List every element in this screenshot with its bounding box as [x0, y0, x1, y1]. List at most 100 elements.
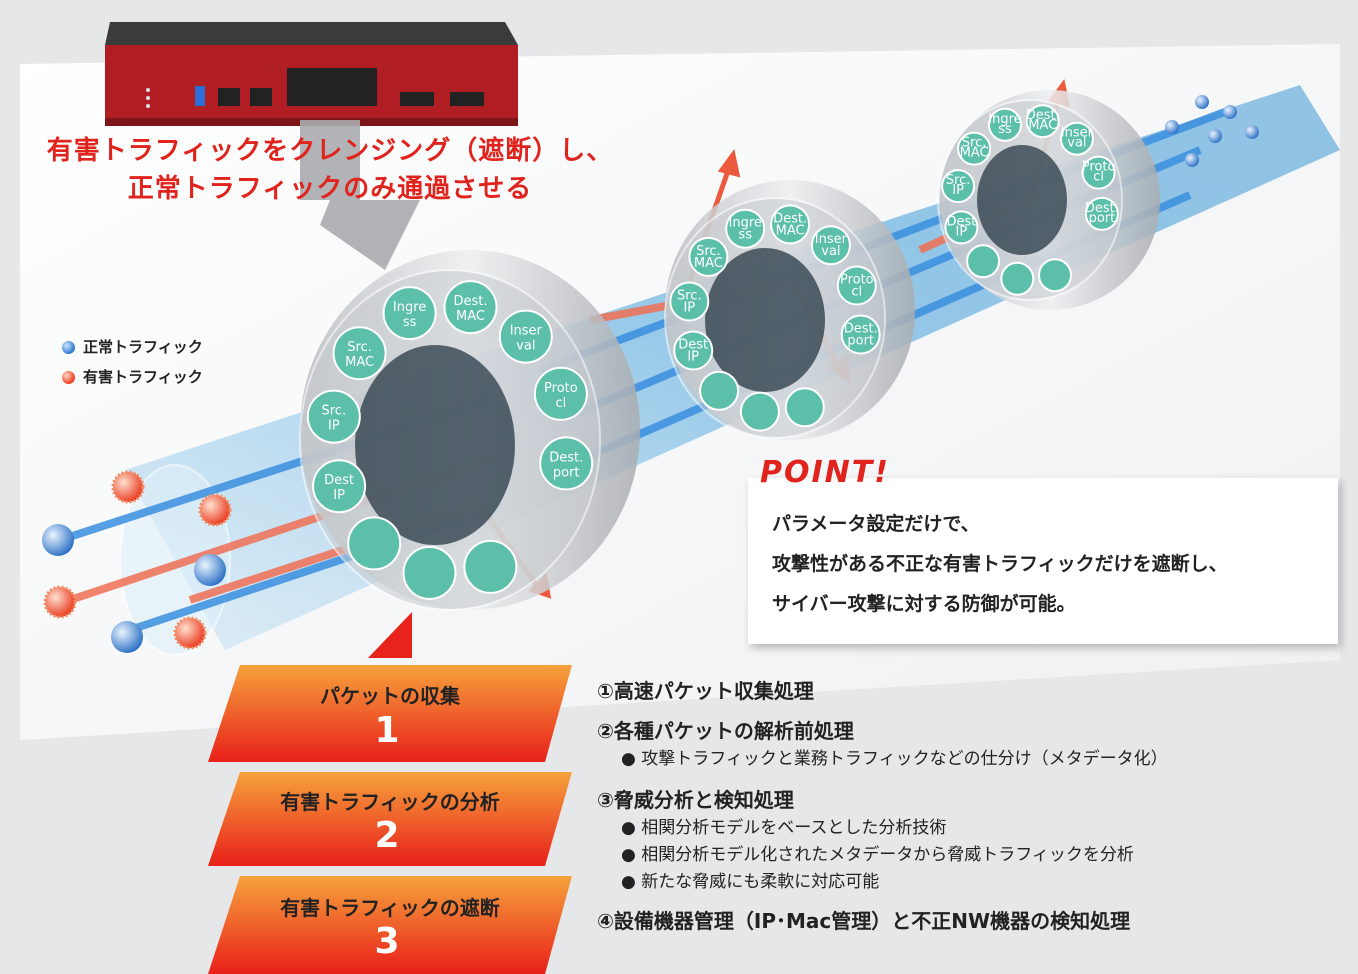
field-label-ingress: Ingre [729, 216, 762, 231]
field-label-ingress: Ingre [393, 300, 426, 315]
field-ball-ingress [988, 107, 1022, 142]
field-ball-blank [739, 391, 780, 432]
field-label-src-mac: Src. [962, 136, 987, 151]
step-1-label: パケットの収集 [320, 684, 460, 708]
field-ball-protocol [836, 265, 877, 306]
field-ball-blank [966, 244, 1001, 279]
field-label-dest-port: port [553, 465, 580, 480]
field-label-dest-port: Dest. [1085, 201, 1119, 216]
legend: 正常トラフィック 有害トラフィック [62, 332, 203, 392]
field-label-dest-mac: MAC [776, 223, 805, 238]
process-3-bullet-2: 相関分析モデル化されたメタデータから脅威トラフィックを分析 [597, 842, 1168, 869]
field-label-src-mac: MAC [694, 256, 723, 271]
field-label-dest-ip: Dest [946, 214, 976, 229]
field-label-dest-ip: Dest [678, 338, 708, 353]
headline: 有害トラフィックをクレンジング（遮断）し、 正常トラフィックのみ通過させる [40, 132, 620, 208]
step-3-label: 有害トラフィックの遮断 [280, 896, 500, 920]
field-label-protocol: cl [1093, 170, 1104, 185]
red-ball-icon [62, 370, 75, 384]
point-box [748, 478, 1338, 644]
process-3-bullet-1: 相関分析モデルをベースとした分析技術 [597, 815, 1168, 842]
process-1-heading: ①高速パケット収集処理 [597, 679, 814, 703]
field-ball-dest-ip [312, 459, 367, 514]
field-label-interval: val [1067, 136, 1086, 151]
field-label-dest-ip: IP [956, 224, 968, 239]
filter-ring-medium: DestIPSrc.IPSrc.MACIngressDest.MACInserv… [664, 180, 915, 440]
step-3-number: 3 [374, 921, 400, 962]
field-ball-src-mac [688, 236, 729, 277]
field-label-ingress: ss [998, 122, 1012, 137]
field-label-src-ip: Src. [946, 173, 971, 188]
field-label-protocol: cl [556, 396, 567, 411]
process-3-heading: ③脅威分析と検知処理 [597, 788, 794, 812]
field-ball-blank [1000, 261, 1035, 296]
field-label-src-ip: Src. [322, 404, 347, 419]
field-ball-ingress [382, 286, 437, 341]
field-ball-src-ip [941, 169, 976, 204]
field-label-dest-port: port [847, 334, 874, 349]
filter-ring-large: DestIPSrc.IPSrc.MACIngressDest.MACInserv… [299, 250, 640, 611]
legend-normal-label: 正常トラフィック [83, 338, 203, 356]
field-label-dest-mac: MAC [1028, 118, 1057, 133]
field-label-interval: val [516, 339, 535, 354]
field-ball-blank [699, 370, 740, 411]
field-label-src-mac: Src. [696, 244, 721, 259]
field-ball-dest-mac [443, 280, 498, 335]
field-label-dest-ip: IP [687, 350, 699, 365]
field-ball-dest-ip [944, 210, 979, 245]
field-ball-dest-port [840, 314, 881, 355]
normal-traffic-balls [42, 95, 1259, 653]
field-label-interval: Inser [815, 232, 848, 247]
point-title: POINT! [760, 455, 890, 490]
field-label-protocol: Proto [544, 381, 578, 396]
field-label-src-mac: MAC [960, 146, 989, 161]
point-line-2: 攻撃性がある不正な有害トラフィックだけを遮断し、 [772, 553, 1228, 575]
field-ball-blank [402, 545, 457, 600]
headline-line1: 有害トラフィックをクレンジング（遮断）し、 [46, 136, 614, 166]
step-1-number: 1 [374, 710, 400, 751]
field-ball-dest-port [1084, 196, 1119, 231]
field-label-src-ip: IP [328, 419, 340, 434]
field-ball-dest-mac [1025, 104, 1060, 139]
field-label-dest-port: Dest. [549, 450, 583, 465]
field-label-dest-ip: IP [333, 488, 345, 503]
field-label-ingress: ss [403, 315, 417, 330]
field-ball-dest-port [539, 436, 594, 491]
field-label-src-ip: IP [952, 183, 964, 198]
process-list: ①高速パケット収集処理 ②各種パケットの解析前処理 攻撃トラフィックと業務トラフ… [597, 676, 1168, 936]
field-label-ingress: Ingre [988, 112, 1021, 127]
field-ball-protocol [533, 366, 588, 421]
field-label-dest-mac: MAC [456, 309, 485, 324]
process-4-heading: ④設備機器管理（IP･Mac管理）と不正NW機器の検知処理 [597, 909, 1131, 933]
field-ball-ingress [725, 208, 766, 249]
harmful-traffic-balls [43, 470, 232, 650]
point-line-1: パラメータ設定だけで、 [772, 513, 980, 535]
field-ball-src-mac [957, 131, 992, 166]
network-device-image [105, 22, 518, 126]
field-ball-interval [498, 309, 553, 364]
legend-harmful-label: 有害トラフィック [83, 368, 203, 386]
field-label-dest-ip: Dest [324, 473, 354, 488]
blue-ball-icon [62, 340, 75, 354]
field-label-protocol: Proto [1082, 160, 1116, 175]
down-arrow [300, 120, 420, 270]
field-label-src-ip: Src. [677, 289, 702, 304]
field-ball-blank [463, 539, 518, 594]
legend-harmful: 有害トラフィック [62, 362, 203, 392]
legend-normal: 正常トラフィック [62, 332, 203, 362]
field-ball-dest-ip [673, 330, 714, 371]
field-ball-dest-mac [770, 204, 811, 245]
field-label-protocol: Proto [840, 273, 874, 288]
process-3-bullet-3: 新たな脅威にも柔軟に対応可能 [597, 869, 1168, 896]
headline-line2: 正常トラフィックのみ通過させる [127, 174, 533, 204]
field-ball-interval [810, 225, 851, 266]
field-label-protocol: cl [851, 285, 862, 300]
point-line-3: サイバー攻撃に対する防御が可能。 [772, 593, 1076, 615]
field-label-dest-mac: Dest. [1026, 108, 1060, 123]
field-ball-blank [1038, 258, 1072, 293]
field-label-src-mac: Src. [347, 340, 372, 355]
process-2-heading: ②各種パケットの解析前処理 [597, 719, 854, 743]
field-label-interval: Inser [510, 324, 543, 339]
step-2-label: 有害トラフィックの分析 [280, 790, 500, 814]
